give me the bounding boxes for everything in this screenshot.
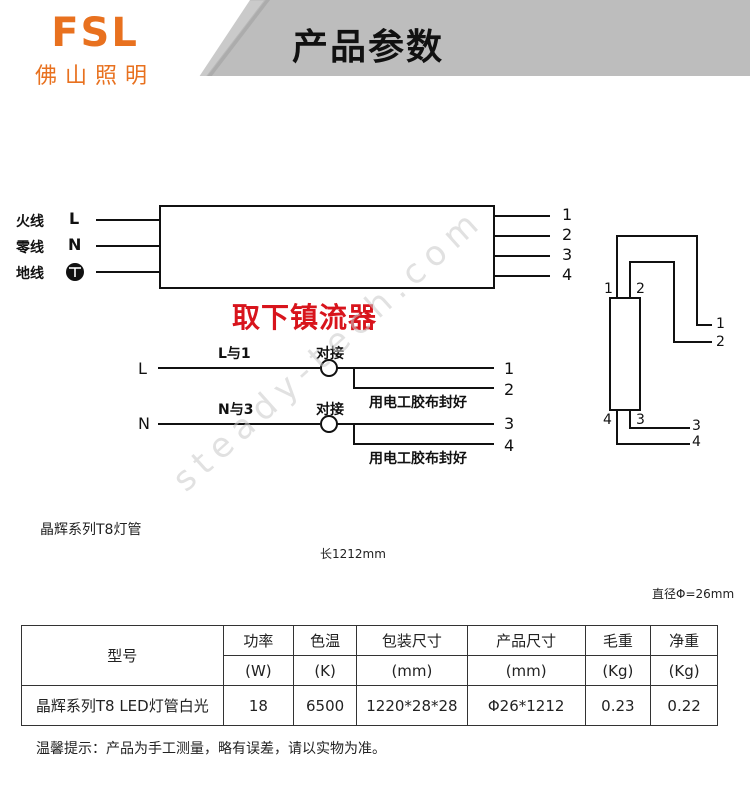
tube-pin-1: 1 bbox=[604, 281, 613, 297]
unit-power: (W) bbox=[222, 655, 295, 686]
unit-gross-weight: (Kg) bbox=[584, 655, 652, 686]
header-gross-weight: 毛重 bbox=[584, 625, 652, 656]
cell-package-size: 1220*28*28 bbox=[356, 685, 468, 726]
tube-lead-3: 3 bbox=[692, 418, 701, 434]
unit-net-weight: (Kg) bbox=[650, 655, 718, 686]
cell-net-weight: 0.22 bbox=[650, 685, 718, 726]
cell-color-temp: 6500 bbox=[293, 685, 357, 726]
spec-table: 型号 功率 色温 包装尺寸 产品尺寸 毛重 净重 (W) (K) (mm) (m… bbox=[21, 625, 718, 726]
terminal-1: 1 bbox=[562, 205, 573, 224]
remove-ballast-title: 取下镇流器 bbox=[232, 301, 378, 334]
line-l-label: L bbox=[138, 359, 147, 378]
diameter-label: 直径Φ=26mm bbox=[652, 587, 735, 601]
page-title: 产品参数 bbox=[292, 27, 445, 68]
table-header-row: 型号 功率 色温 包装尺寸 产品尺寸 毛重 净重 bbox=[21, 625, 718, 686]
ground-label: 地线 bbox=[16, 266, 44, 282]
tube-lead-2: 2 bbox=[716, 334, 725, 350]
tube-title: 晶辉系列T8灯管 bbox=[40, 522, 142, 538]
header-net-weight: 净重 bbox=[650, 625, 718, 656]
tape-note-2: 用电工胶布封好 bbox=[369, 451, 467, 467]
tube-pin-3: 3 bbox=[636, 412, 645, 428]
tube-lead-1: 1 bbox=[716, 316, 725, 332]
terminal-2: 2 bbox=[562, 225, 573, 244]
n-join-label: N与3 bbox=[218, 402, 254, 418]
cell-power: 18 bbox=[222, 685, 295, 726]
header-power: 功率 bbox=[222, 625, 295, 656]
header: FSL 佛山照明 产品参数 bbox=[0, 0, 750, 98]
tube-schematic bbox=[609, 297, 641, 411]
bypass-terminal-3: 3 bbox=[504, 414, 515, 433]
unit-product-size: (mm) bbox=[466, 655, 586, 686]
wiring-diagram bbox=[66, 205, 712, 445]
bypass-terminal-4: 4 bbox=[504, 436, 515, 455]
unit-package-size: (mm) bbox=[356, 655, 468, 686]
terminal-3: 3 bbox=[562, 245, 573, 264]
bypass-terminal-2: 2 bbox=[504, 380, 515, 399]
tube-pin-4: 4 bbox=[603, 412, 612, 428]
line-n-label: N bbox=[138, 414, 150, 433]
terminal-4: 4 bbox=[562, 265, 573, 284]
live-letter: L bbox=[69, 209, 80, 228]
logo-subtitle: 佛山照明 bbox=[34, 64, 155, 89]
neutral-letter: N bbox=[68, 235, 82, 254]
cell-product-size: Φ26*1212 bbox=[466, 685, 586, 726]
tube-lead-4: 4 bbox=[692, 434, 701, 450]
length-label: 长1212mm bbox=[318, 545, 388, 562]
header-package-size: 包装尺寸 bbox=[356, 625, 468, 656]
header-model: 型号 bbox=[21, 625, 224, 686]
measurement-note: 温馨提示：产品为手工测量，略有误差，请以实物为准。 bbox=[36, 741, 386, 757]
ballast-box bbox=[159, 205, 495, 289]
table-units-row: (W) (K) (mm) (mm) (Kg) (Kg) bbox=[22, 655, 718, 686]
header-band bbox=[0, 0, 750, 98]
tape-note-1: 用电工胶布封好 bbox=[369, 395, 467, 411]
cell-model: 晶辉系列T8 LED灯管白光 bbox=[21, 685, 224, 726]
connect-label-l: 对接 bbox=[316, 346, 344, 362]
unit-color-temp: (K) bbox=[293, 655, 357, 686]
neutral-label: 零线 bbox=[16, 240, 44, 256]
header-product-size: 产品尺寸 bbox=[466, 625, 586, 656]
connect-label-n: 对接 bbox=[316, 402, 344, 418]
header-color-temp: 色温 bbox=[293, 625, 357, 656]
tube-pin-2: 2 bbox=[636, 281, 645, 297]
logo: FSL bbox=[51, 10, 139, 56]
l-join-label: L与1 bbox=[218, 346, 251, 362]
live-label: 火线 bbox=[16, 214, 44, 230]
cell-gross-weight: 0.23 bbox=[584, 685, 652, 726]
bypass-terminal-1: 1 bbox=[504, 359, 515, 378]
ground-icon bbox=[66, 263, 84, 281]
table-row: 晶辉系列T8 LED灯管白光 18 6500 1220*28*28 Φ26*12… bbox=[21, 685, 718, 726]
